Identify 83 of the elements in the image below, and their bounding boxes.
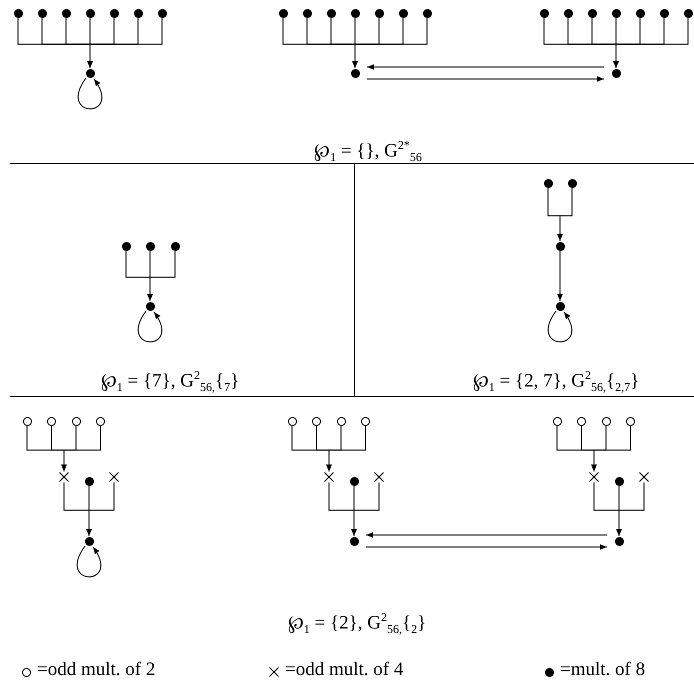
arrow <box>86 482 114 536</box>
arrow <box>613 18 688 68</box>
legend-text: =odd mult. of 4 <box>285 659 404 681</box>
open-circle <box>312 416 321 426</box>
legend-text: =odd mult. of 2 <box>37 659 156 681</box>
dot <box>612 68 620 78</box>
dot <box>588 8 596 18</box>
cross-mark <box>374 472 384 482</box>
open-circle <box>577 416 586 426</box>
dot <box>350 476 358 486</box>
arrow <box>138 310 162 342</box>
arrow <box>557 250 563 302</box>
dot <box>146 302 154 310</box>
dot <box>556 302 564 310</box>
arrow <box>366 76 604 82</box>
legend-text: =mult. of 8 <box>560 659 646 681</box>
open-circle <box>361 416 370 426</box>
dot <box>326 8 336 18</box>
dot <box>564 8 572 18</box>
dot <box>146 242 154 250</box>
arrow <box>76 546 102 578</box>
dot <box>556 242 564 250</box>
dot <box>350 68 360 78</box>
open-circle <box>288 416 296 426</box>
dot <box>86 68 94 78</box>
arrow <box>326 426 366 472</box>
cross-mark <box>59 472 69 482</box>
dot <box>302 8 312 18</box>
dot <box>170 242 180 250</box>
dot <box>540 8 548 18</box>
arrow <box>78 78 102 110</box>
dot <box>684 8 692 18</box>
arrow <box>591 426 631 472</box>
arrow <box>366 532 608 538</box>
dot <box>14 8 22 18</box>
dot <box>544 178 552 188</box>
dot <box>614 536 624 546</box>
arrow <box>616 482 644 536</box>
open-circle <box>626 416 635 426</box>
dot <box>110 8 118 18</box>
dot <box>422 8 432 18</box>
dot <box>350 8 360 18</box>
dot <box>84 536 94 546</box>
arrow <box>147 250 176 302</box>
open-circle <box>22 416 32 426</box>
open-circle <box>336 416 346 426</box>
dot <box>38 8 46 18</box>
arrow <box>366 544 608 550</box>
dot <box>568 178 576 188</box>
dot <box>660 8 668 18</box>
panel-caption: ℘$_{1}$ = {7}, G$^{2}$$_{56,}${$_{7}$} <box>100 367 240 396</box>
panel-caption: ℘$_{1}$ = {2}, G$^{2}$$_{56,}${$_{2}$} <box>288 609 426 638</box>
cross-mark <box>639 472 649 482</box>
dot <box>122 242 130 250</box>
cross-mark <box>109 472 119 482</box>
panel <box>10 164 355 397</box>
arrow <box>352 18 428 68</box>
open-circle <box>47 416 56 426</box>
open-circle <box>552 416 562 426</box>
dot <box>614 476 624 486</box>
arrow <box>557 188 572 242</box>
arrow <box>366 64 604 70</box>
dot <box>612 8 620 18</box>
dot <box>62 8 70 18</box>
cross-mark <box>324 472 334 482</box>
dot <box>636 8 644 18</box>
dot <box>398 8 408 18</box>
dot <box>278 8 288 18</box>
open-circle <box>96 416 105 426</box>
dot <box>158 8 166 18</box>
arrow <box>548 310 572 342</box>
dot <box>350 536 358 546</box>
open-circle <box>72 416 80 426</box>
arrow <box>61 426 101 472</box>
open-circle <box>602 416 610 426</box>
arrow <box>87 18 162 68</box>
dot <box>84 476 94 486</box>
dot <box>86 8 94 18</box>
cross-mark <box>589 472 599 482</box>
arrow <box>351 482 380 536</box>
panel-caption: ℘$_{1}$ = {2, 7}, G$^{2}$$_{56,}${$_{2,7}$} <box>472 367 640 396</box>
dot <box>374 8 384 18</box>
dot <box>134 8 142 18</box>
